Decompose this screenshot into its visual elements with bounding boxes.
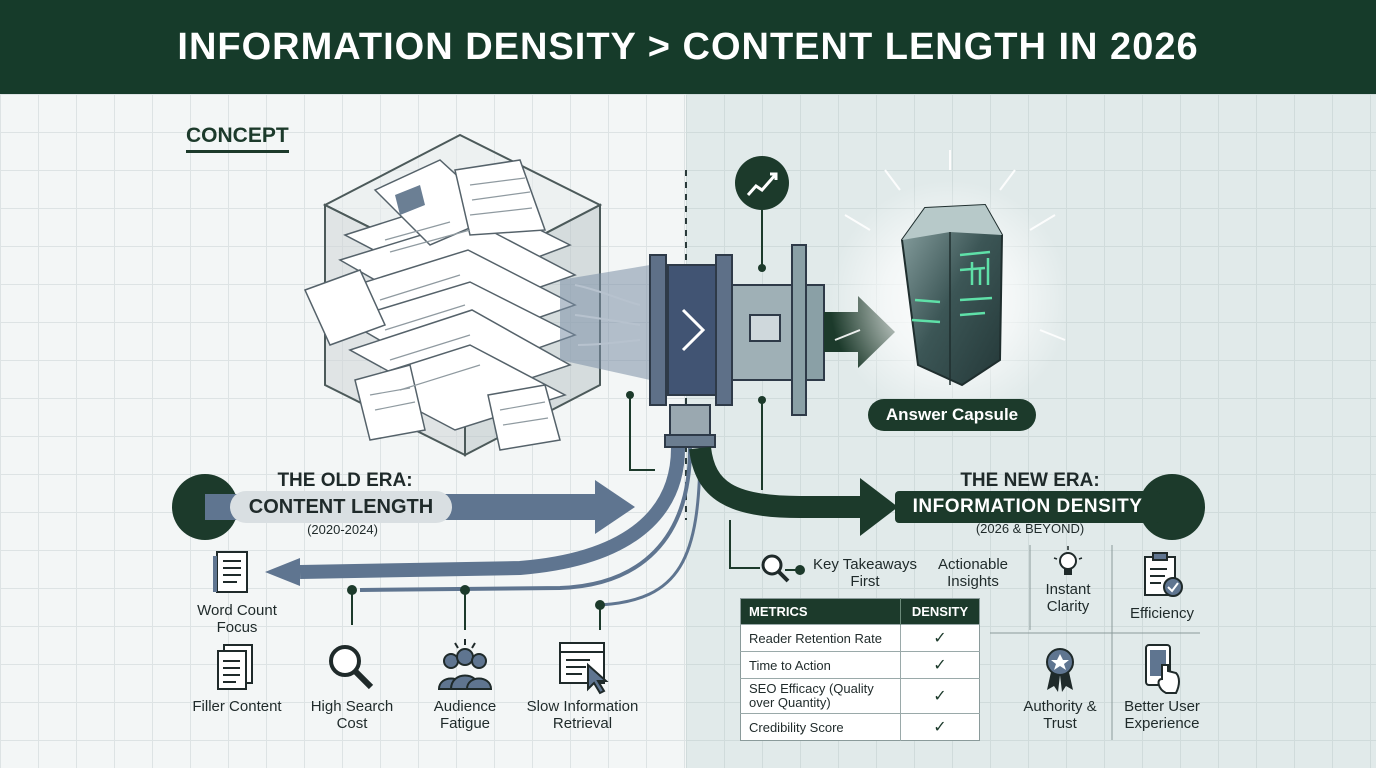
- metric-name: Credibility Score: [740, 713, 901, 741]
- paper-cube-illustration: [303, 133, 641, 457]
- check-icon: ✓: [900, 713, 980, 741]
- new-era-arrow: [689, 446, 1205, 540]
- new-era-pill: INFORMATION DENSITY: [895, 491, 1160, 523]
- answer-capsule-label: Answer Capsule: [868, 399, 1036, 431]
- metrics-table: METRICS DENSITY Reader Retention Rate ✓ …: [740, 598, 980, 741]
- magnifier-icon: [329, 645, 374, 690]
- audience-icon: [437, 639, 493, 690]
- metrics-header-row: METRICS DENSITY: [740, 598, 980, 625]
- old-connectors: [347, 585, 605, 630]
- document-icon: [213, 551, 248, 593]
- check-icon: ✓: [900, 624, 980, 652]
- actionable-insights-label: Actionable Insights: [937, 556, 1009, 590]
- page-title: INFORMATION DENSITY > CONTENT LENGTH IN …: [177, 25, 1199, 68]
- key-takeaways-magnifier-icon: [761, 554, 790, 583]
- clipboard-check-icon: [1144, 552, 1183, 597]
- concept-label: CONCEPT: [186, 124, 289, 153]
- header-banner: INFORMATION DENSITY > CONTENT LENGTH IN …: [0, 0, 1376, 94]
- benefit-efficiency: Efficiency: [1130, 605, 1194, 622]
- growth-chart-icon: [735, 156, 789, 210]
- table-row: Time to Action ✓: [740, 651, 980, 679]
- new-era-title: THE NEW ERA:: [960, 470, 1100, 491]
- key-takeaways-label: Key Takeaways First: [813, 556, 917, 590]
- papers-icon: [217, 644, 253, 690]
- benefit-instant-clarity: Instant Clarity: [1045, 581, 1091, 615]
- table-row: Credibility Score ✓: [740, 713, 980, 741]
- old-item-fatigue: Audience Fatigue: [433, 698, 497, 732]
- flow-arrows-in: [560, 265, 650, 380]
- phone-tap-icon: [1145, 644, 1180, 694]
- metrics-header: METRICS: [740, 598, 901, 625]
- old-era-title: THE OLD ERA:: [277, 470, 413, 491]
- metric-name: Reader Retention Rate: [740, 624, 901, 652]
- old-era-pill: CONTENT LENGTH: [230, 491, 452, 523]
- old-item-search-cost: High Search Cost: [310, 698, 394, 732]
- new-connectors: [729, 520, 805, 575]
- benefit-user-experience: Better User Experience: [1124, 698, 1200, 732]
- benefit-authority: Authority & Trust: [1023, 698, 1097, 732]
- density-header: DENSITY: [900, 598, 980, 625]
- check-icon: ✓: [900, 651, 980, 679]
- answer-capsule-crystal: [830, 150, 1070, 420]
- filter-machine-illustration: [626, 210, 825, 490]
- browser-cursor-icon: [559, 642, 609, 695]
- table-row: Reader Retention Rate ✓: [740, 624, 980, 652]
- return-arrow-head: [265, 558, 300, 586]
- check-icon: ✓: [900, 678, 980, 714]
- new-era-years: (2026 & BEYOND): [975, 521, 1085, 536]
- table-row: SEO Efficacy (Quality over Quantity) ✓: [740, 678, 980, 714]
- old-item-filler: Filler Content: [192, 698, 282, 715]
- metric-name: SEO Efficacy (Quality over Quantity): [740, 678, 901, 714]
- old-item-word-count: Word Count Focus: [197, 602, 277, 636]
- old-era-years: (2020-2024): [307, 522, 378, 537]
- old-era-flow-lines: [299, 447, 702, 607]
- award-ribbon-icon: [1046, 648, 1074, 692]
- benefits-grid: [990, 545, 1200, 740]
- metric-name: Time to Action: [740, 651, 901, 679]
- lightbulb-icon: [1053, 546, 1083, 575]
- old-item-slow-retrieval: Slow Information Retrieval: [526, 698, 639, 732]
